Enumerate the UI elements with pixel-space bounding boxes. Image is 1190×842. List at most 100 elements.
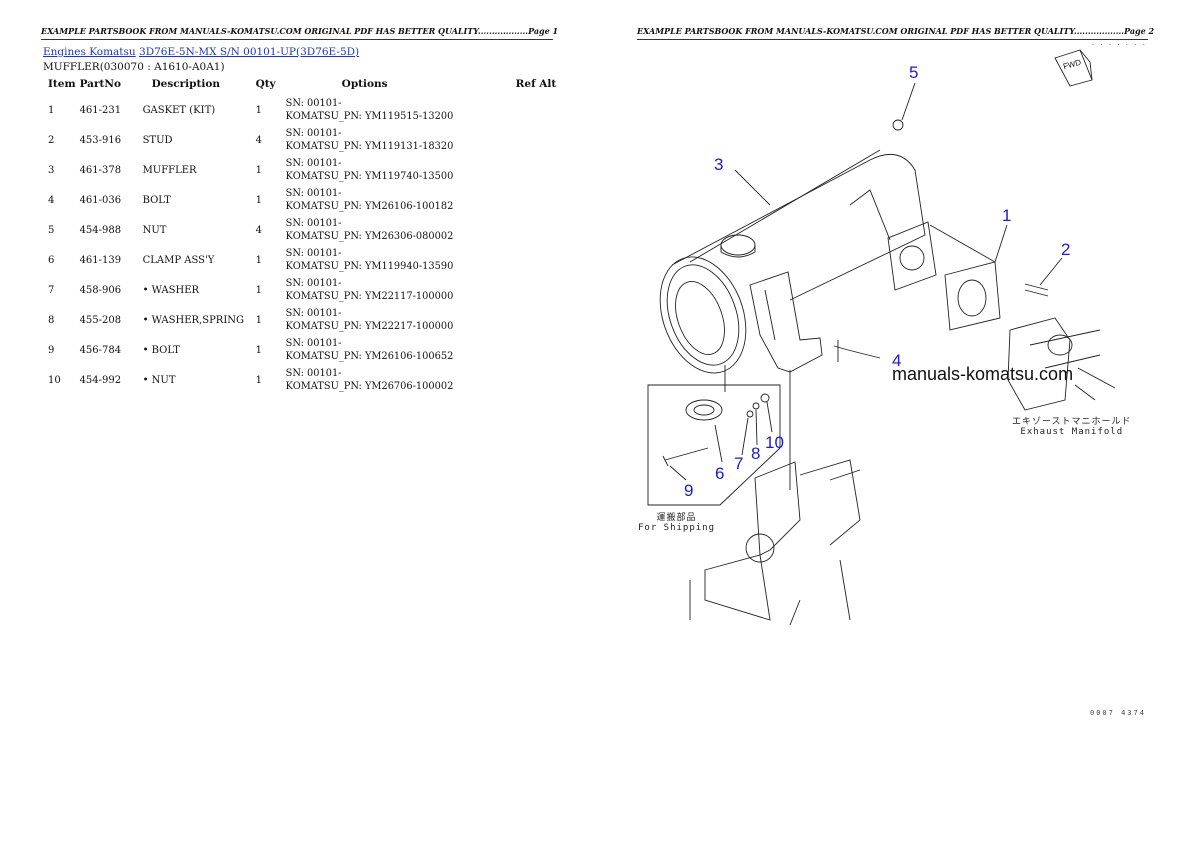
option-komatsu-pn: KOMATSU_PN: YM119131-18320 — [285, 141, 454, 152]
cell-item: 5 — [48, 224, 55, 236]
callout-1: 1 — [1002, 206, 1012, 225]
cell-options: SN: 00101- KOMATSU_PN: YM26106-100652 — [280, 335, 512, 365]
cell-description: • BOLT — [142, 344, 180, 356]
cell-description: • WASHER — [142, 284, 200, 296]
cell-ref-alt — [512, 215, 561, 245]
col-partno: PartNo — [79, 78, 121, 90]
cell-ref-alt — [512, 305, 561, 335]
cell-qty: 1 — [255, 314, 262, 326]
parts-diagram — [620, 40, 1180, 640]
cell-options: SN: 00101- KOMATSU_PN: YM119515-13200 — [280, 95, 512, 125]
cell-qty: 1 — [255, 104, 262, 116]
cell-partno: 461-378 — [79, 164, 122, 176]
cell-partno: 456-784 — [79, 344, 122, 356]
cell-ref-alt — [512, 275, 561, 305]
cell-qty: 1 — [255, 284, 262, 296]
option-komatsu-pn: KOMATSU_PN: YM22217-100000 — [285, 321, 454, 332]
exhaust-manifold-label-jp: エキゾーストマニホールド — [1012, 417, 1132, 427]
callout-7: 7 — [734, 454, 744, 473]
cell-item: 7 — [48, 284, 55, 296]
cell-qty: 4 — [255, 134, 262, 146]
option-sn: SN: 00101- — [285, 158, 342, 169]
cell-qty: 1 — [255, 254, 262, 266]
breadcrumb-link-model[interactable]: 3D76E-5N-MX S/N 00101-UP(3D76E-5D) — [139, 46, 360, 58]
option-sn: SN: 00101- — [285, 218, 342, 229]
cell-partno: 461-036 — [79, 194, 122, 206]
cell-options: SN: 00101- KOMATSU_PN: YM26306-080002 — [280, 215, 512, 245]
cell-ref-alt — [512, 95, 561, 125]
cell-partno: 453-916 — [79, 134, 122, 146]
option-komatsu-pn: KOMATSU_PN: YM22117-100000 — [285, 291, 454, 302]
fwd-indicator-icon — [1054, 49, 1093, 87]
for-shipping-label-en: For Shipping — [638, 523, 716, 533]
page-1-header: EXAMPLE PARTSBOOK FROM MANUALS-KOMATSU.C… — [41, 26, 558, 40]
page-2-header: EXAMPLE PARTSBOOK FROM MANUALS-KOMATSU.C… — [637, 26, 1154, 40]
cell-partno: 461-231 — [79, 104, 122, 116]
cell-description: NUT — [142, 224, 167, 236]
cell-description: • WASHER,SPRING — [142, 314, 245, 326]
cell-options: SN: 00101-KOMATSU_PN: YM119740-13500 — [280, 155, 512, 185]
table-header-row: Item PartNo Description Qty Options Ref … — [44, 77, 560, 95]
option-sn: SN: 00101- — [285, 278, 342, 289]
figure-number: 0007 4374 — [1090, 709, 1146, 717]
option-sn: SN: 00101- — [285, 308, 342, 319]
option-komatsu-pn: KOMATSU_PN: YM119940-13590 — [285, 261, 454, 272]
cell-ref-alt — [512, 125, 561, 155]
cell-partno: 455-208 — [79, 314, 122, 326]
cell-item: 4 — [48, 194, 55, 206]
cell-partno: 454-992 — [79, 374, 122, 386]
col-qty: Qty — [255, 78, 276, 90]
table-row: 3 461-378 MUFFLER 1 SN: 00101-KOMATSU_PN: YM… — [44, 155, 560, 185]
cell-options: SN: 00101- KOMATSU_PN: YM119940-13590 — [280, 245, 512, 275]
cell-ref-alt — [512, 185, 561, 215]
cell-ref-alt — [512, 245, 561, 275]
callout-6: 6 — [715, 464, 725, 483]
for-shipping-label-jp: 運搬部品 — [656, 513, 697, 523]
page-marker-dots: · · · · · · · — [1092, 41, 1147, 49]
exhaust-manifold-label-en: Exhaust Manifold — [1020, 427, 1124, 437]
callout-9: 9 — [684, 481, 694, 500]
option-sn: SN: 00101- — [285, 368, 342, 379]
callout-4: 4 — [892, 351, 902, 370]
callout-10: 10 — [765, 433, 784, 452]
muffler-exploded-view-drawing — [647, 49, 1116, 626]
cell-item: 3 — [48, 164, 55, 176]
cell-qty: 4 — [255, 224, 262, 236]
option-sn: SN: 00101- — [285, 188, 342, 199]
callout-3: 3 — [714, 155, 724, 174]
callout-2: 2 — [1061, 240, 1071, 259]
cell-item: 8 — [48, 314, 55, 326]
option-komatsu-pn: KOMATSU_PN: YM26306-080002 — [285, 231, 454, 242]
cell-qty: 1 — [255, 344, 262, 356]
cell-description: • NUT — [142, 374, 176, 386]
breadcrumb-link-engines-komatsu[interactable]: Engines Komatsu — [43, 46, 136, 58]
option-komatsu-pn: KOMATSU_PN: YM26106-100182 — [285, 201, 454, 212]
cell-ref-alt — [512, 365, 561, 395]
cell-item: 1 — [48, 104, 55, 116]
option-sn: SN: 00101- — [285, 338, 342, 349]
cell-item: 10 — [48, 374, 61, 386]
breadcrumb: Engines Komatsu 3D76E-5N-MX S/N 00101-UP… — [43, 46, 359, 58]
col-description: Description — [151, 78, 220, 90]
cell-description: MUFFLER — [142, 164, 197, 176]
cell-options: SN: 00101- KOMATSU_PN: YM22217-100000 — [280, 305, 512, 335]
option-komatsu-pn: KOMATSU_PN: YM119515-13200 — [285, 111, 454, 122]
callout-8: 8 — [751, 444, 761, 463]
callout-5: 5 — [909, 63, 919, 82]
cell-item: 6 — [48, 254, 55, 266]
cell-ref-alt — [512, 155, 561, 185]
cell-item: 2 — [48, 134, 55, 146]
parts-table: Item PartNo Description Qty Options Ref … — [44, 77, 560, 395]
watermark: manuals-komatsu.com — [892, 364, 1074, 384]
cell-description: BOLT — [142, 194, 171, 206]
option-sn: SN: 00101- — [285, 248, 342, 259]
cell-qty: 1 — [255, 164, 262, 176]
cell-partno: 454-988 — [79, 224, 122, 236]
option-komatsu-pn: KOMATSU_PN: YM26106-100652 — [285, 351, 454, 362]
option-sn: SN: 00101- — [285, 98, 342, 109]
